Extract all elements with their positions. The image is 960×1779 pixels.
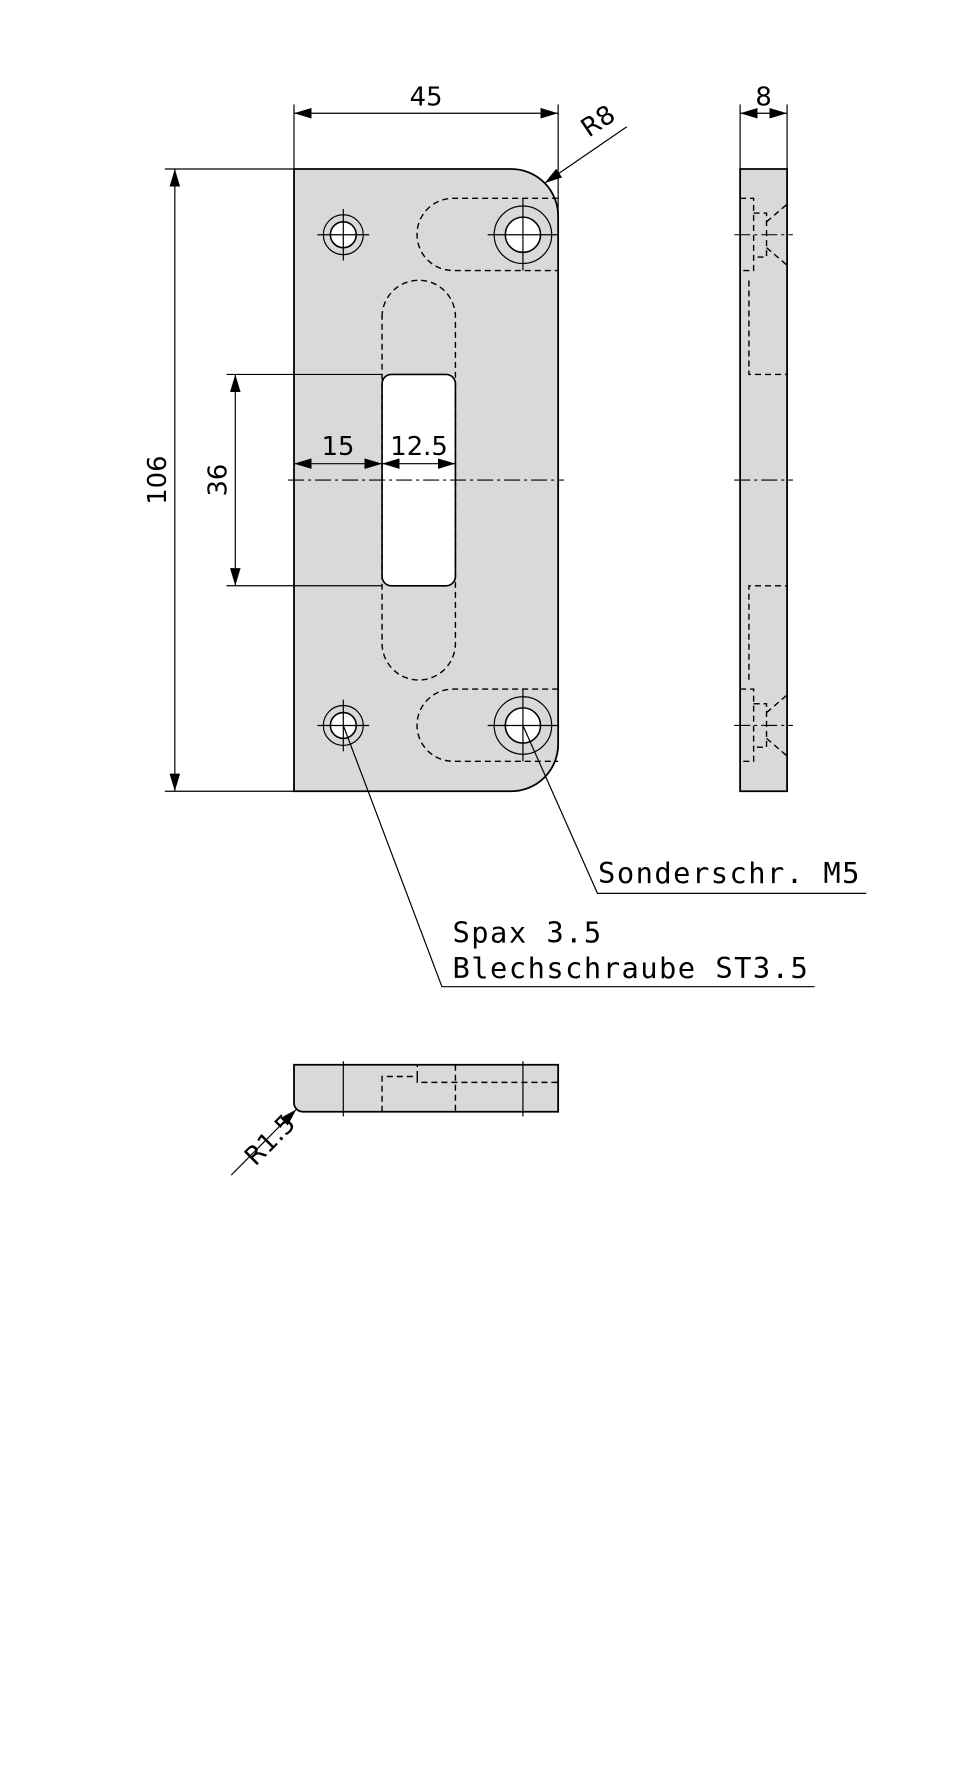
screw-hole-bottom-right: [488, 689, 558, 761]
dimension-slot-position: 15 12.5: [294, 432, 455, 469]
side-view: 8: [734, 83, 793, 792]
spax-label: Spax 3.5: [452, 916, 602, 950]
dimension-slot-height: 36: [203, 374, 382, 585]
dimension-width-label: 45: [410, 83, 443, 113]
special-screw-label: Sonderschr. M5: [598, 856, 861, 890]
screw-hole-top-right: [488, 198, 558, 270]
dimension-slot-offset-label: 15: [322, 432, 355, 462]
hidden-slot-bottom: [417, 689, 558, 761]
hidden-slot-vertical: [382, 280, 455, 680]
dimension-height-label: 106: [143, 455, 173, 504]
edge-radius-label: R1.5: [239, 1109, 302, 1172]
dimension-height: 106: [143, 169, 294, 791]
dimension-slot-height-label: 36: [203, 464, 233, 497]
dimension-slot-width-label: 12.5: [390, 432, 447, 462]
dimension-thickness: 8: [740, 83, 787, 169]
dimension-edge-radius: R1.5: [231, 1109, 302, 1175]
front-view: 45 106 36 15 12.5 R8: [143, 83, 627, 792]
screw-hole-top-left: [317, 209, 369, 261]
dimension-thickness-label: 8: [755, 83, 771, 113]
dimension-width: 45: [294, 83, 558, 216]
dimension-corner-radius: R8: [545, 100, 627, 183]
hidden-slot-top: [417, 198, 558, 270]
bottom-view: R1.5: [231, 1061, 558, 1175]
sheet-screw-label: Blechschraube ST3.5: [452, 951, 809, 985]
note-sheet-screw: Spax 3.5 Blechschraube ST3.5: [343, 725, 814, 986]
corner-radius-label: R8: [576, 100, 621, 144]
note-special-screw: Sonderschr. M5: [523, 725, 866, 893]
